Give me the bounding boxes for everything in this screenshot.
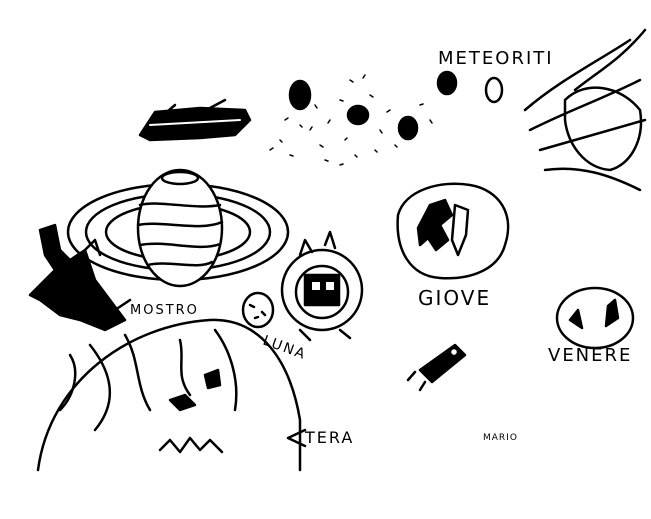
label-mostro: MOSTRO: [130, 303, 199, 318]
monster-drawing: [28, 223, 132, 332]
moon-drawing: [241, 291, 275, 329]
jupiter-drawing: [396, 182, 510, 280]
label-venere: VENERE: [548, 345, 633, 366]
label-tera: TERA: [305, 428, 355, 447]
astronaut-drawing: [280, 230, 364, 342]
saturn-drawing: [66, 168, 290, 288]
earth-drawing: [36, 318, 307, 472]
comet-drawing: [523, 28, 647, 192]
label-giove: GIOVE: [418, 286, 492, 310]
spaceship-drawing: [138, 98, 252, 142]
rocket-drawing: [406, 343, 467, 392]
venus-drawing: [555, 286, 635, 350]
signature: MARIO: [483, 433, 518, 443]
label-meteoriti: METEORITI: [438, 48, 554, 69]
meteor-field-drawing: [269, 70, 504, 166]
